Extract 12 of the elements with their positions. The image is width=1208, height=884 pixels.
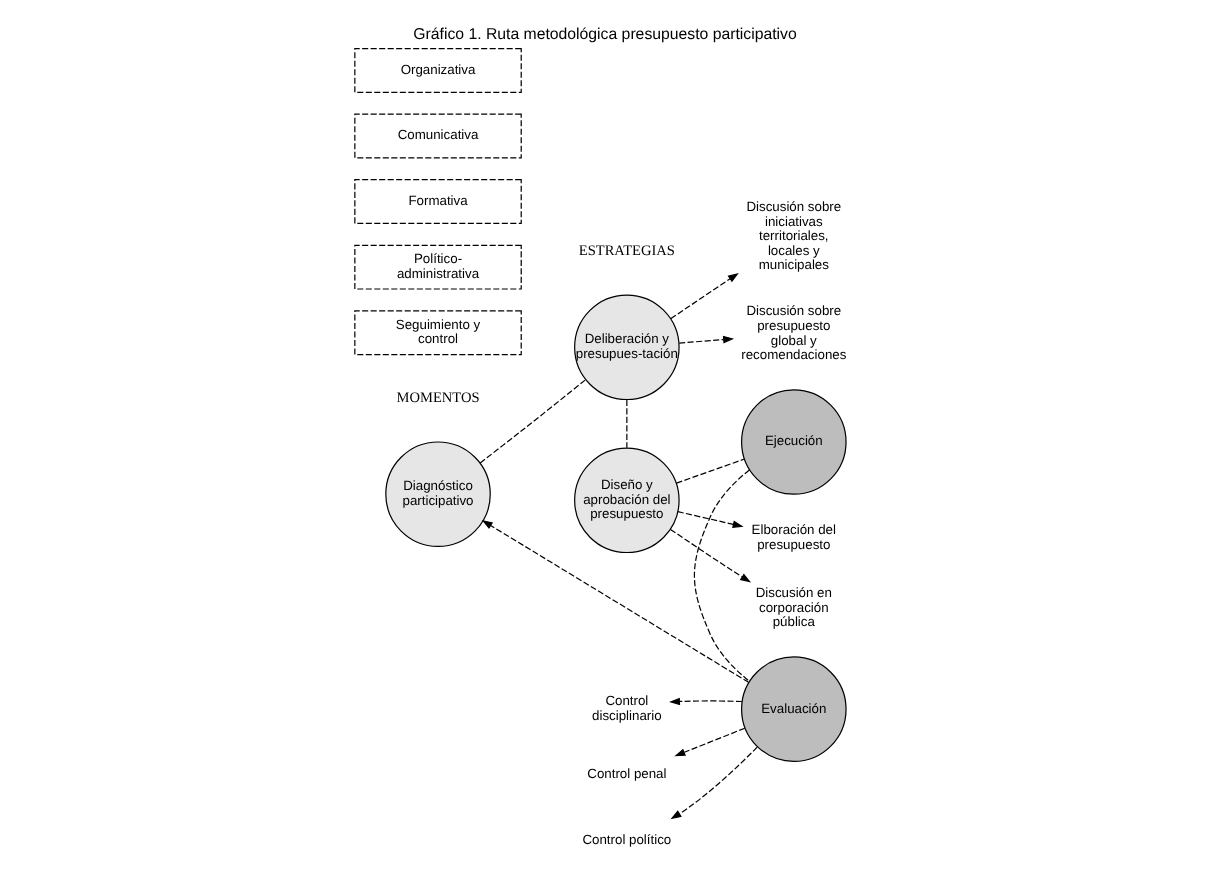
- arrow: [669, 746, 757, 820]
- arrow: [480, 520, 749, 683]
- arrow: [673, 727, 745, 757]
- connector: [692, 469, 749, 682]
- connector: [625, 399, 627, 449]
- arrow: [669, 272, 738, 320]
- connector: [674, 458, 744, 484]
- arrow: [676, 511, 743, 528]
- arrow: [677, 335, 734, 344]
- connector: [478, 379, 586, 464]
- arrow: [668, 528, 751, 583]
- arrow: [668, 697, 742, 706]
